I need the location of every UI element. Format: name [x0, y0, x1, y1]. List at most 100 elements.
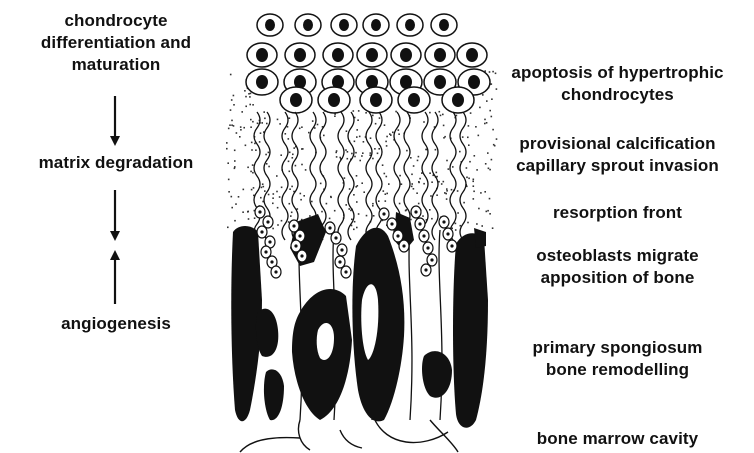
stipple-dot — [354, 221, 356, 223]
stipple-dot — [473, 191, 475, 193]
stipple-dot — [359, 160, 361, 162]
stipple-dot — [289, 203, 291, 205]
stipple-dot — [384, 173, 386, 175]
chondrocyte — [246, 69, 278, 95]
stipple-dot — [339, 157, 341, 159]
chondrocyte — [357, 43, 387, 67]
stipple-dot — [336, 156, 338, 158]
stipple-dot — [260, 197, 262, 199]
stipple-dot — [354, 156, 356, 158]
stipple-dot — [279, 123, 281, 125]
stipple-dot — [276, 191, 278, 193]
stipple-dot — [363, 141, 365, 143]
stipple-dot — [468, 178, 470, 180]
stipple-dot — [330, 196, 332, 198]
stipple-dot — [345, 149, 347, 151]
stipple-dot — [398, 129, 400, 131]
stipple-dot — [289, 188, 291, 190]
stipple-dot — [411, 174, 413, 176]
chondrocyte — [247, 43, 277, 67]
stipple-dot — [228, 128, 230, 130]
osteoblast — [387, 218, 397, 230]
stipple-dot — [266, 123, 268, 125]
stipple-dot — [303, 195, 305, 197]
capillary-wall — [460, 112, 466, 240]
stipple-dot — [478, 208, 480, 210]
chondrocyte — [318, 87, 350, 113]
stipple-dot — [250, 93, 252, 95]
capillary-wall — [254, 112, 260, 240]
marrow-cavity-outline — [240, 418, 458, 452]
stipple-dot — [255, 149, 257, 151]
stipple-dot — [356, 175, 358, 177]
capillary-wall — [282, 112, 288, 240]
stipple-dot — [489, 71, 491, 73]
stipple-dot — [261, 187, 263, 189]
stipple-dot — [488, 168, 490, 170]
stipple-dot — [308, 132, 310, 134]
stipple-dot — [264, 190, 266, 192]
stipple-dot — [481, 225, 483, 227]
stipple-dot — [496, 88, 498, 90]
stipple-dot — [375, 123, 377, 125]
stipple-dot — [491, 83, 493, 85]
stipple-dot — [289, 171, 291, 173]
stipple-dot — [231, 196, 233, 198]
stipple-dot — [227, 162, 229, 164]
chondrocyte — [360, 87, 392, 113]
stipple-dot — [281, 187, 283, 189]
stipple-dot — [353, 194, 355, 196]
stipple-dot — [253, 187, 255, 189]
stipple-dot — [413, 188, 415, 190]
stipple-dot — [489, 169, 491, 171]
stipple-dot — [466, 167, 468, 169]
stipple-dot — [411, 183, 413, 185]
stipple-dot — [243, 127, 245, 129]
stipple-dot — [276, 175, 278, 177]
stipple-dot — [417, 160, 419, 162]
chondrocyte — [431, 14, 457, 36]
stipple-dot — [228, 191, 230, 193]
stipple-dot — [411, 186, 413, 188]
stipple-dot — [259, 141, 261, 143]
stipple-dot — [455, 223, 457, 225]
stipple-dot — [491, 116, 493, 118]
stipple-dot — [234, 160, 236, 162]
stipple-dot — [370, 137, 372, 139]
stipple-dot — [229, 124, 231, 126]
stipple-dot — [429, 172, 431, 174]
stipple-dot — [226, 148, 228, 150]
stipple-dot — [334, 210, 336, 212]
stipple-dot — [299, 128, 301, 130]
stipple-dot — [242, 211, 244, 213]
stipple-dot — [486, 100, 488, 102]
stipple-dot — [292, 154, 294, 156]
stipple-dot — [280, 154, 282, 156]
stipple-dot — [482, 94, 484, 96]
stipple-dot — [398, 133, 400, 135]
stipple-dot — [355, 152, 357, 154]
stipple-dot — [489, 110, 491, 112]
stipple-dot — [231, 99, 233, 101]
stipple-dot — [245, 96, 247, 98]
stipple-dot — [273, 193, 275, 195]
chondrocyte-cells — [246, 14, 490, 113]
stipple-dot — [385, 141, 387, 143]
stipple-dot — [309, 215, 311, 217]
stipple-dot — [357, 185, 359, 187]
stipple-dot — [470, 112, 472, 114]
stipple-dot — [484, 123, 486, 125]
stipple-dot — [486, 211, 488, 213]
chondrocyte — [398, 87, 430, 113]
stipple-dot — [353, 110, 355, 112]
stipple-dot — [473, 198, 475, 200]
stipple-dot — [231, 124, 233, 126]
stipple-dot — [301, 164, 303, 166]
capillary-extension — [409, 230, 412, 420]
stipple-dot — [231, 120, 233, 122]
stipple-dot — [291, 186, 293, 188]
stipple-dot — [451, 228, 453, 230]
capillary-wall — [376, 112, 382, 240]
stipple-dot — [231, 207, 233, 209]
